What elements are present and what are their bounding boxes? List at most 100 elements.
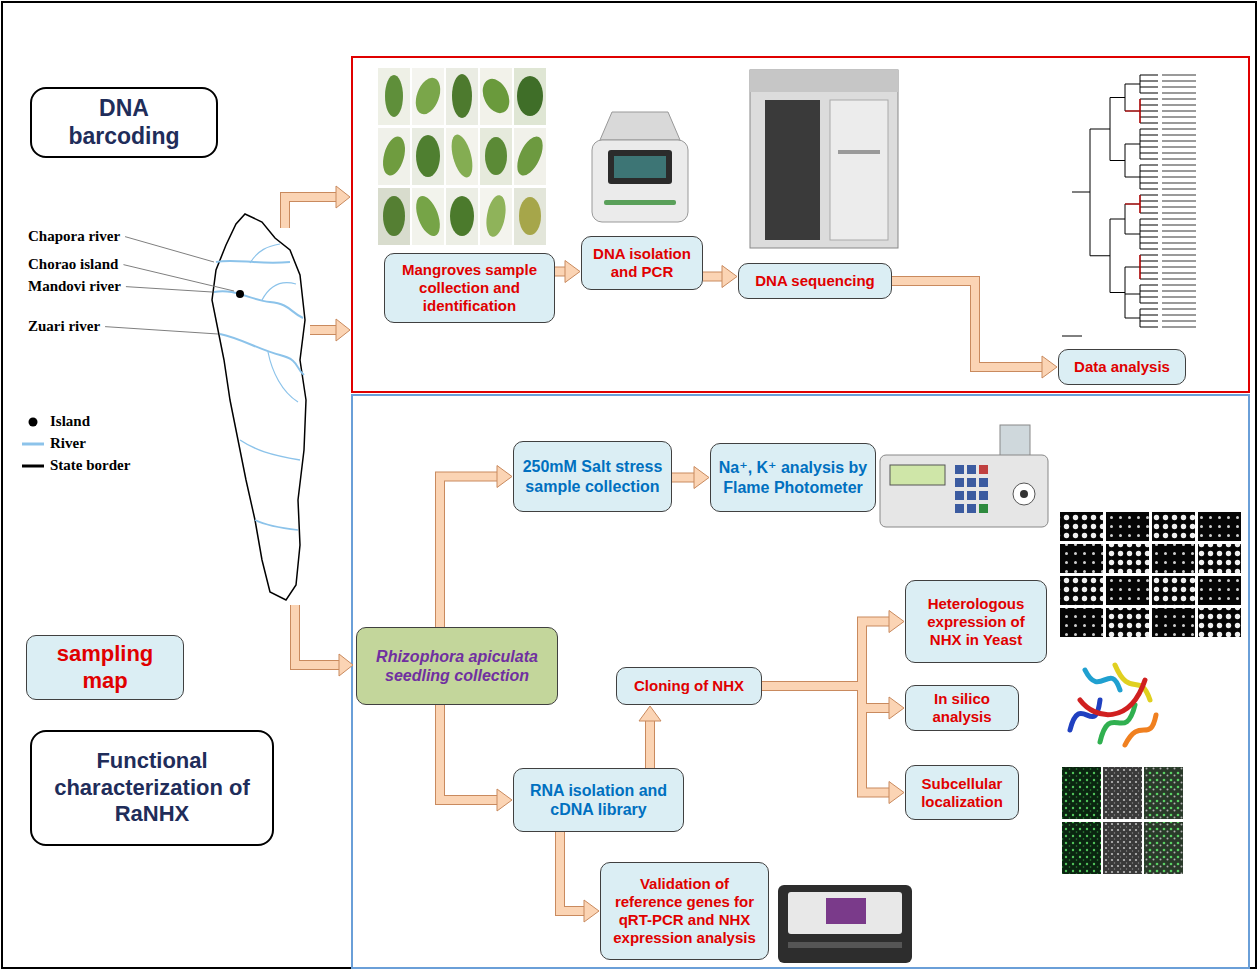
process-box: Heterologous expression of NHX in Yeast (905, 580, 1047, 663)
pcr-machine-picture-part (608, 150, 672, 184)
qpcr-machine-picture (778, 885, 912, 963)
mangrove-leaf-photos-part (378, 188, 410, 245)
mangrove-leaf-photos-part-part (378, 128, 410, 185)
flame-photometer-picture-part (967, 504, 976, 513)
mangrove-leaf-photos-part (411, 68, 445, 125)
process-box: Subcellular localization (905, 765, 1019, 820)
microscopy-picture-part (1144, 767, 1183, 819)
yeast-spot-assay-picture (1060, 512, 1241, 637)
leader-line (105, 327, 218, 334)
yeast-spot-assay-picture-part (1060, 512, 1103, 541)
yeast-spot-assay-picture-part (1060, 576, 1103, 605)
node-text: sampling map (33, 641, 177, 694)
node-text: Validation of reference genes for qRT-PC… (607, 875, 762, 947)
mangrove-leaf-photos-part-part (480, 188, 512, 245)
flame-photometer-picture-part (979, 504, 988, 513)
pcr-machine-picture-part (600, 112, 680, 140)
flame-photometer-picture-part (1013, 483, 1035, 505)
goa-map-part (236, 290, 244, 298)
mangrove-leaf-photos-part-part (514, 188, 546, 245)
process-box: 250mM Salt stress sample collection (513, 441, 672, 512)
connector-outline (762, 622, 893, 687)
flow-arrow (762, 622, 893, 687)
arrowhead (565, 261, 580, 283)
mangrove-leaf-photos-part-part (448, 132, 477, 179)
microscopy-picture-part (1062, 822, 1101, 874)
mangrove-leaf-photos-part-part (446, 68, 478, 125)
arrowhead (639, 706, 661, 721)
phylogenetic-tree-picture-part (1162, 72, 1200, 330)
map-legend-symbols (22, 418, 44, 467)
mangrove-leaf-photos-part (412, 128, 444, 185)
map-arrows-part (336, 186, 350, 208)
node-text: Data analysis (1074, 358, 1170, 376)
map-arrows-part (295, 605, 340, 665)
mangrove-leaf-photos-part-part (412, 188, 444, 245)
pcr-machine-picture-part (604, 200, 676, 205)
flow-arrow (646, 717, 654, 768)
connector-outline (645, 717, 655, 768)
map-arrows-part (336, 319, 350, 341)
pcr-machine-picture-part (592, 140, 688, 222)
mangrove-leaf-photos-part (446, 188, 478, 245)
yeast-spot-assay-picture-part (1198, 544, 1241, 573)
flame-photometer-picture-part (880, 455, 1048, 527)
map-label: Zuari river (28, 318, 100, 335)
arrowhead (889, 782, 904, 804)
legend-entry: River (50, 435, 86, 452)
mangrove-leaf-photos-part (446, 68, 478, 125)
protein-structure-picture-part (1080, 680, 1145, 715)
leader-line (123, 265, 234, 291)
protein-structure-picture-part (1125, 715, 1156, 745)
microscopy-picture-part (1144, 822, 1183, 874)
yeast-spot-assay-picture-part (1198, 576, 1241, 605)
phylogenetic-tree-picture-part (1062, 336, 1082, 337)
goa-map-part (212, 214, 306, 600)
yeast-spot-assay-picture-part (1060, 608, 1103, 637)
section-heading: DNA barcoding (30, 87, 218, 158)
arrowhead (889, 611, 904, 633)
mangrove-leaf-photos-part-part (385, 75, 403, 117)
sequencer-picture-part (765, 100, 820, 240)
map-arrows (285, 186, 353, 676)
map-arrows-part (285, 197, 337, 228)
yeast-spot-assay-picture-part (1198, 608, 1241, 637)
mangrove-leaf-photos-part-part (512, 133, 548, 180)
mangrove-leaf-photos-part (514, 68, 546, 125)
mangrove-leaf-photos-part-part (480, 128, 512, 185)
mangrove-leaf-photos-part (478, 68, 515, 125)
yeast-spot-assay-picture-part (1152, 544, 1195, 573)
flame-photometer-picture-part (967, 465, 976, 474)
flame-photometer-picture-part (1020, 490, 1028, 498)
yeast-spot-assay-picture-part (1106, 544, 1149, 573)
arrowhead (722, 266, 737, 288)
flame-photometer-picture-part (979, 465, 988, 474)
map-label: Chorao island (28, 256, 118, 273)
goa-map-part (240, 440, 300, 460)
process-box: Mangroves sample collection and identifi… (384, 253, 555, 323)
map-arrows-part (339, 654, 353, 676)
phylogenetic-tree-picture-part (1140, 72, 1158, 330)
microscopy-picture (1062, 767, 1183, 874)
connector-outline (440, 477, 501, 628)
arrowhead (497, 466, 512, 488)
mangrove-leaf-photos-part (514, 188, 546, 245)
mangrove-leaf-photos-part-part (446, 128, 478, 185)
mangrove-leaf-photos-part-part (378, 188, 410, 245)
mangrove-leaf-photos-part-part (483, 194, 508, 238)
goa-map-part (220, 334, 304, 375)
node-text: Mangroves sample collection and identifi… (391, 261, 548, 315)
node-text: Heterologous expression of NHX in Yeast (912, 595, 1040, 649)
flame-photometer-picture-part (955, 504, 964, 513)
source-box: Rhizophora apiculata seedling collection (356, 627, 558, 705)
connector-outlines (440, 272, 1046, 912)
mangrove-leaf-photos-part (378, 128, 410, 185)
process-box: DNA isolation and PCR (581, 236, 703, 290)
connector-outline (892, 281, 1046, 367)
mangrove-leaf-photos (378, 68, 548, 245)
node-text: RNA isolation and cDNA library (520, 781, 677, 819)
mangrove-leaf-photos-part-part (383, 196, 405, 236)
process-box: Cloning of NHX (616, 667, 762, 705)
pcr-machine-picture-part (614, 156, 666, 178)
